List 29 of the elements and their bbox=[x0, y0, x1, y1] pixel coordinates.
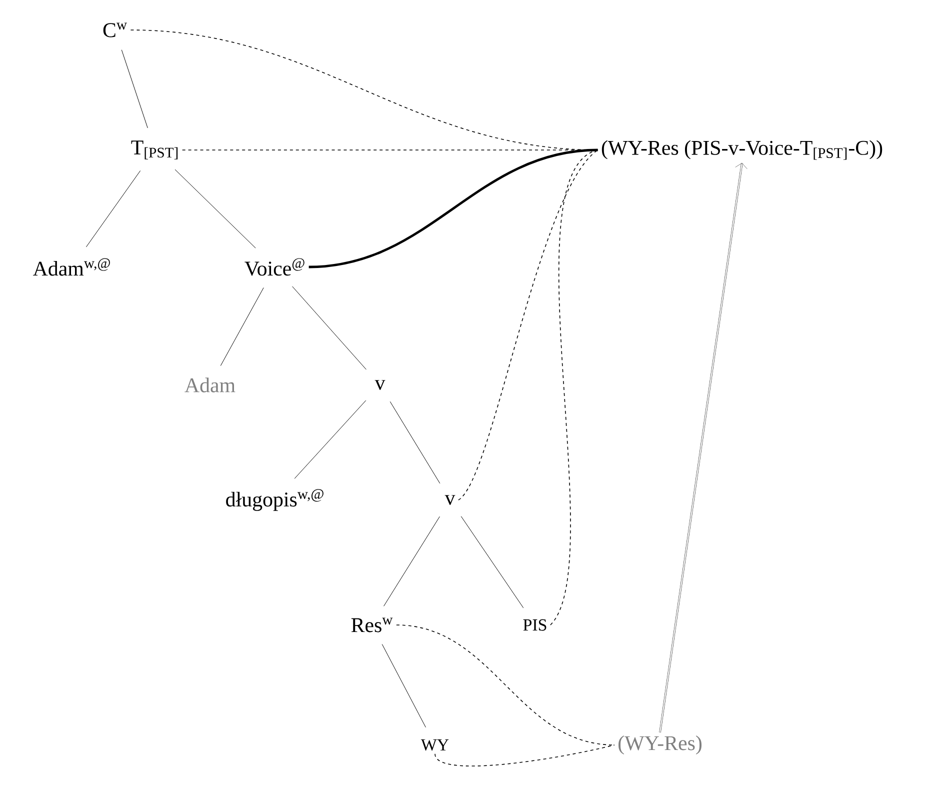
dashed-curve bbox=[458, 150, 598, 500]
tree-label: PIS bbox=[523, 619, 546, 631]
tree-label: WY bbox=[420, 739, 449, 751]
double-arrow bbox=[659, 163, 748, 732]
tree-label: C$^{w}$ bbox=[103, 22, 127, 38]
tree-branch bbox=[460, 516, 524, 608]
tree-branch bbox=[384, 516, 440, 606]
dashed-curve bbox=[434, 744, 615, 766]
dashed-curve bbox=[550, 150, 598, 626]
result-expression: (WY-Res) bbox=[618, 736, 702, 754]
tree-branch bbox=[220, 287, 264, 366]
tree-branch bbox=[382, 644, 426, 728]
tree-branch bbox=[121, 50, 148, 128]
tree-label: Adam$^{w,@}$ bbox=[33, 258, 110, 276]
tree-label: Res$^{w}$ bbox=[351, 618, 393, 632]
tree-label: Voice$^{@}$ bbox=[244, 258, 304, 276]
tree-label: Adam bbox=[184, 378, 236, 392]
tree-branch bbox=[86, 170, 141, 248]
tree-label: T$_{[PST]}$ bbox=[131, 140, 178, 160]
dashed-curve bbox=[396, 624, 615, 746]
tree-branch bbox=[292, 286, 366, 370]
tree-branch bbox=[294, 400, 366, 479]
tree-branch bbox=[390, 401, 440, 484]
tree-branch bbox=[174, 169, 256, 248]
thick-curve bbox=[308, 148, 598, 268]
result-expression: (WY-Res (PIS-v-Voice-T$_{[PST]}$-C)) bbox=[602, 140, 882, 160]
tree-label: długopis$^{w,@}$ bbox=[226, 489, 324, 511]
tree-label: v bbox=[374, 380, 386, 390]
tree-label: v bbox=[444, 495, 456, 505]
